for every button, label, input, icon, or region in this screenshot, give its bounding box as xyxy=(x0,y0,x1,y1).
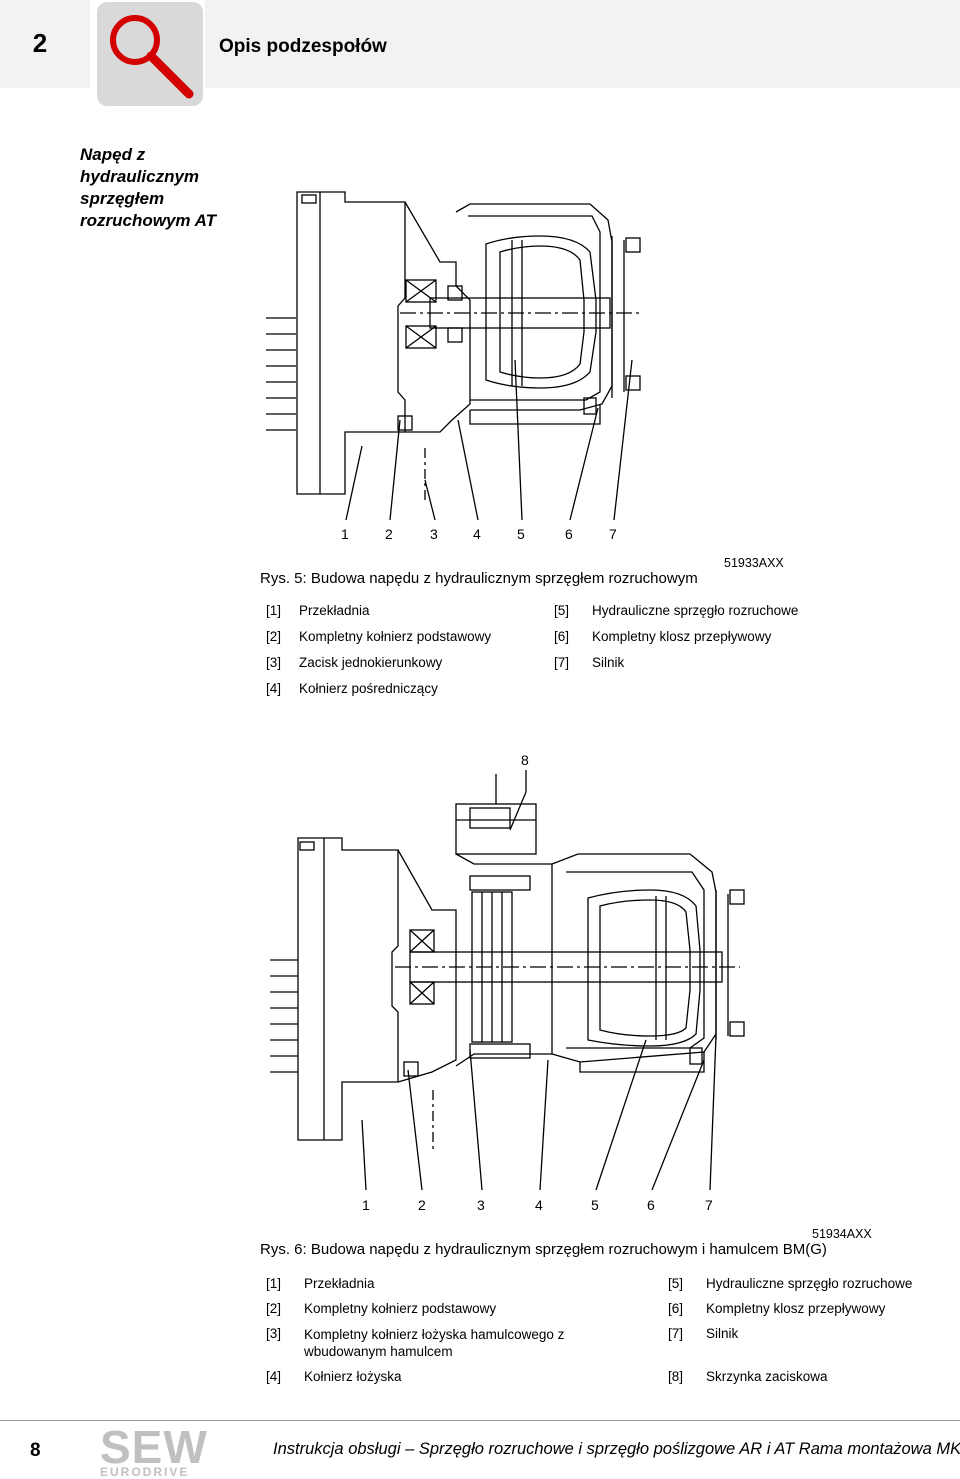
figure6-id: 51934AXX xyxy=(812,1227,872,1241)
fig5-callout: 6 xyxy=(565,526,573,542)
legend-item: [6]Kompletny klosz przepływowy xyxy=(668,1301,886,1316)
figure6-legend-left: [1]Przekładnia [2]Kompletny kołnierz pod… xyxy=(266,1276,606,1391)
fig6-callout: 3 xyxy=(477,1197,485,1213)
fig6-callout: 4 xyxy=(535,1197,543,1213)
chapter-number-box xyxy=(0,0,90,88)
legend-item: [3]Zacisk jednokierunkowy xyxy=(266,655,443,670)
header-bar xyxy=(205,0,960,88)
footer-rule xyxy=(0,1420,960,1421)
figure5-id: 51933AXX xyxy=(724,556,784,570)
legend-item: [2]Kompletny kołnierz podstawowy xyxy=(266,629,492,644)
figure5-legend-right: [5]Hydrauliczne sprzęgło rozruchowe [6]K… xyxy=(554,603,854,683)
section-heading: Napęd z hydraulicznym sprzęgłem rozrucho… xyxy=(80,145,217,230)
footer-document-title: Instrukcja obsługi – Sprzęgło rozruchowe… xyxy=(273,1440,960,1458)
figure5-legend-left: [1]Przekładnia [2]Kompletny kołnierz pod… xyxy=(266,603,526,713)
fig5-callout: 5 xyxy=(517,526,525,542)
figure5-caption: Rys. 5: Budowa napędu z hydraulicznym sp… xyxy=(260,570,698,587)
chapter-icon-box xyxy=(97,2,203,106)
legend-item: [4]Kołnierz łożyska xyxy=(266,1369,402,1384)
fig6-callout: 2 xyxy=(418,1197,426,1213)
legend-item: [2]Kompletny kołnierz podstawowy xyxy=(266,1301,497,1316)
legend-item: [7]Silnik xyxy=(554,655,625,670)
legend-item: [6]Kompletny klosz przepływowy xyxy=(554,629,772,644)
sew-logo: SEW xyxy=(100,1421,208,1473)
fig5-callout: 3 xyxy=(430,526,438,542)
legend-item: [1]Przekładnia xyxy=(266,603,370,618)
page-title: Opis podzespołów xyxy=(219,36,387,57)
eurodrive-logo: EURODRIVE xyxy=(100,1465,190,1479)
legend-item: [5]Hydrauliczne sprzęgło rozruchowe xyxy=(668,1276,913,1291)
figure5-drawing xyxy=(266,191,641,521)
legend-item: [7]Silnik xyxy=(668,1326,739,1341)
fig5-callout: 7 xyxy=(609,526,617,542)
legend-item: [3]Kompletny kołnierz łożyska hamulcoweg… xyxy=(266,1326,565,1359)
chapter-number: 2 xyxy=(32,28,48,58)
fig5-callout: 4 xyxy=(473,526,481,542)
figure6-legend-right: [5]Hydrauliczne sprzęgło rozruchowe [6]K… xyxy=(668,1276,953,1391)
legend-item: [4]Kołnierz pośredniczący xyxy=(266,681,438,696)
figure6-drawing xyxy=(270,770,745,1191)
legend-item: [8]Skrzynka zaciskowa xyxy=(668,1369,828,1384)
magnifier-icon xyxy=(110,15,194,99)
fig6-callout-8: 8 xyxy=(521,752,529,768)
fig6-callout: 7 xyxy=(705,1197,713,1213)
fig6-callout: 5 xyxy=(591,1197,599,1213)
legend-item: [5]Hydrauliczne sprzęgło rozruchowe xyxy=(554,603,799,618)
fig6-callout: 1 xyxy=(362,1197,370,1213)
figure6-caption: Rys. 6: Budowa napędu z hydraulicznym sp… xyxy=(260,1241,827,1258)
legend-item: [1]Przekładnia xyxy=(266,1276,375,1291)
fig5-callout: 2 xyxy=(385,526,393,542)
fig6-callout: 6 xyxy=(647,1197,655,1213)
fig5-callout: 1 xyxy=(341,526,349,542)
page-number: 8 xyxy=(30,1440,41,1461)
